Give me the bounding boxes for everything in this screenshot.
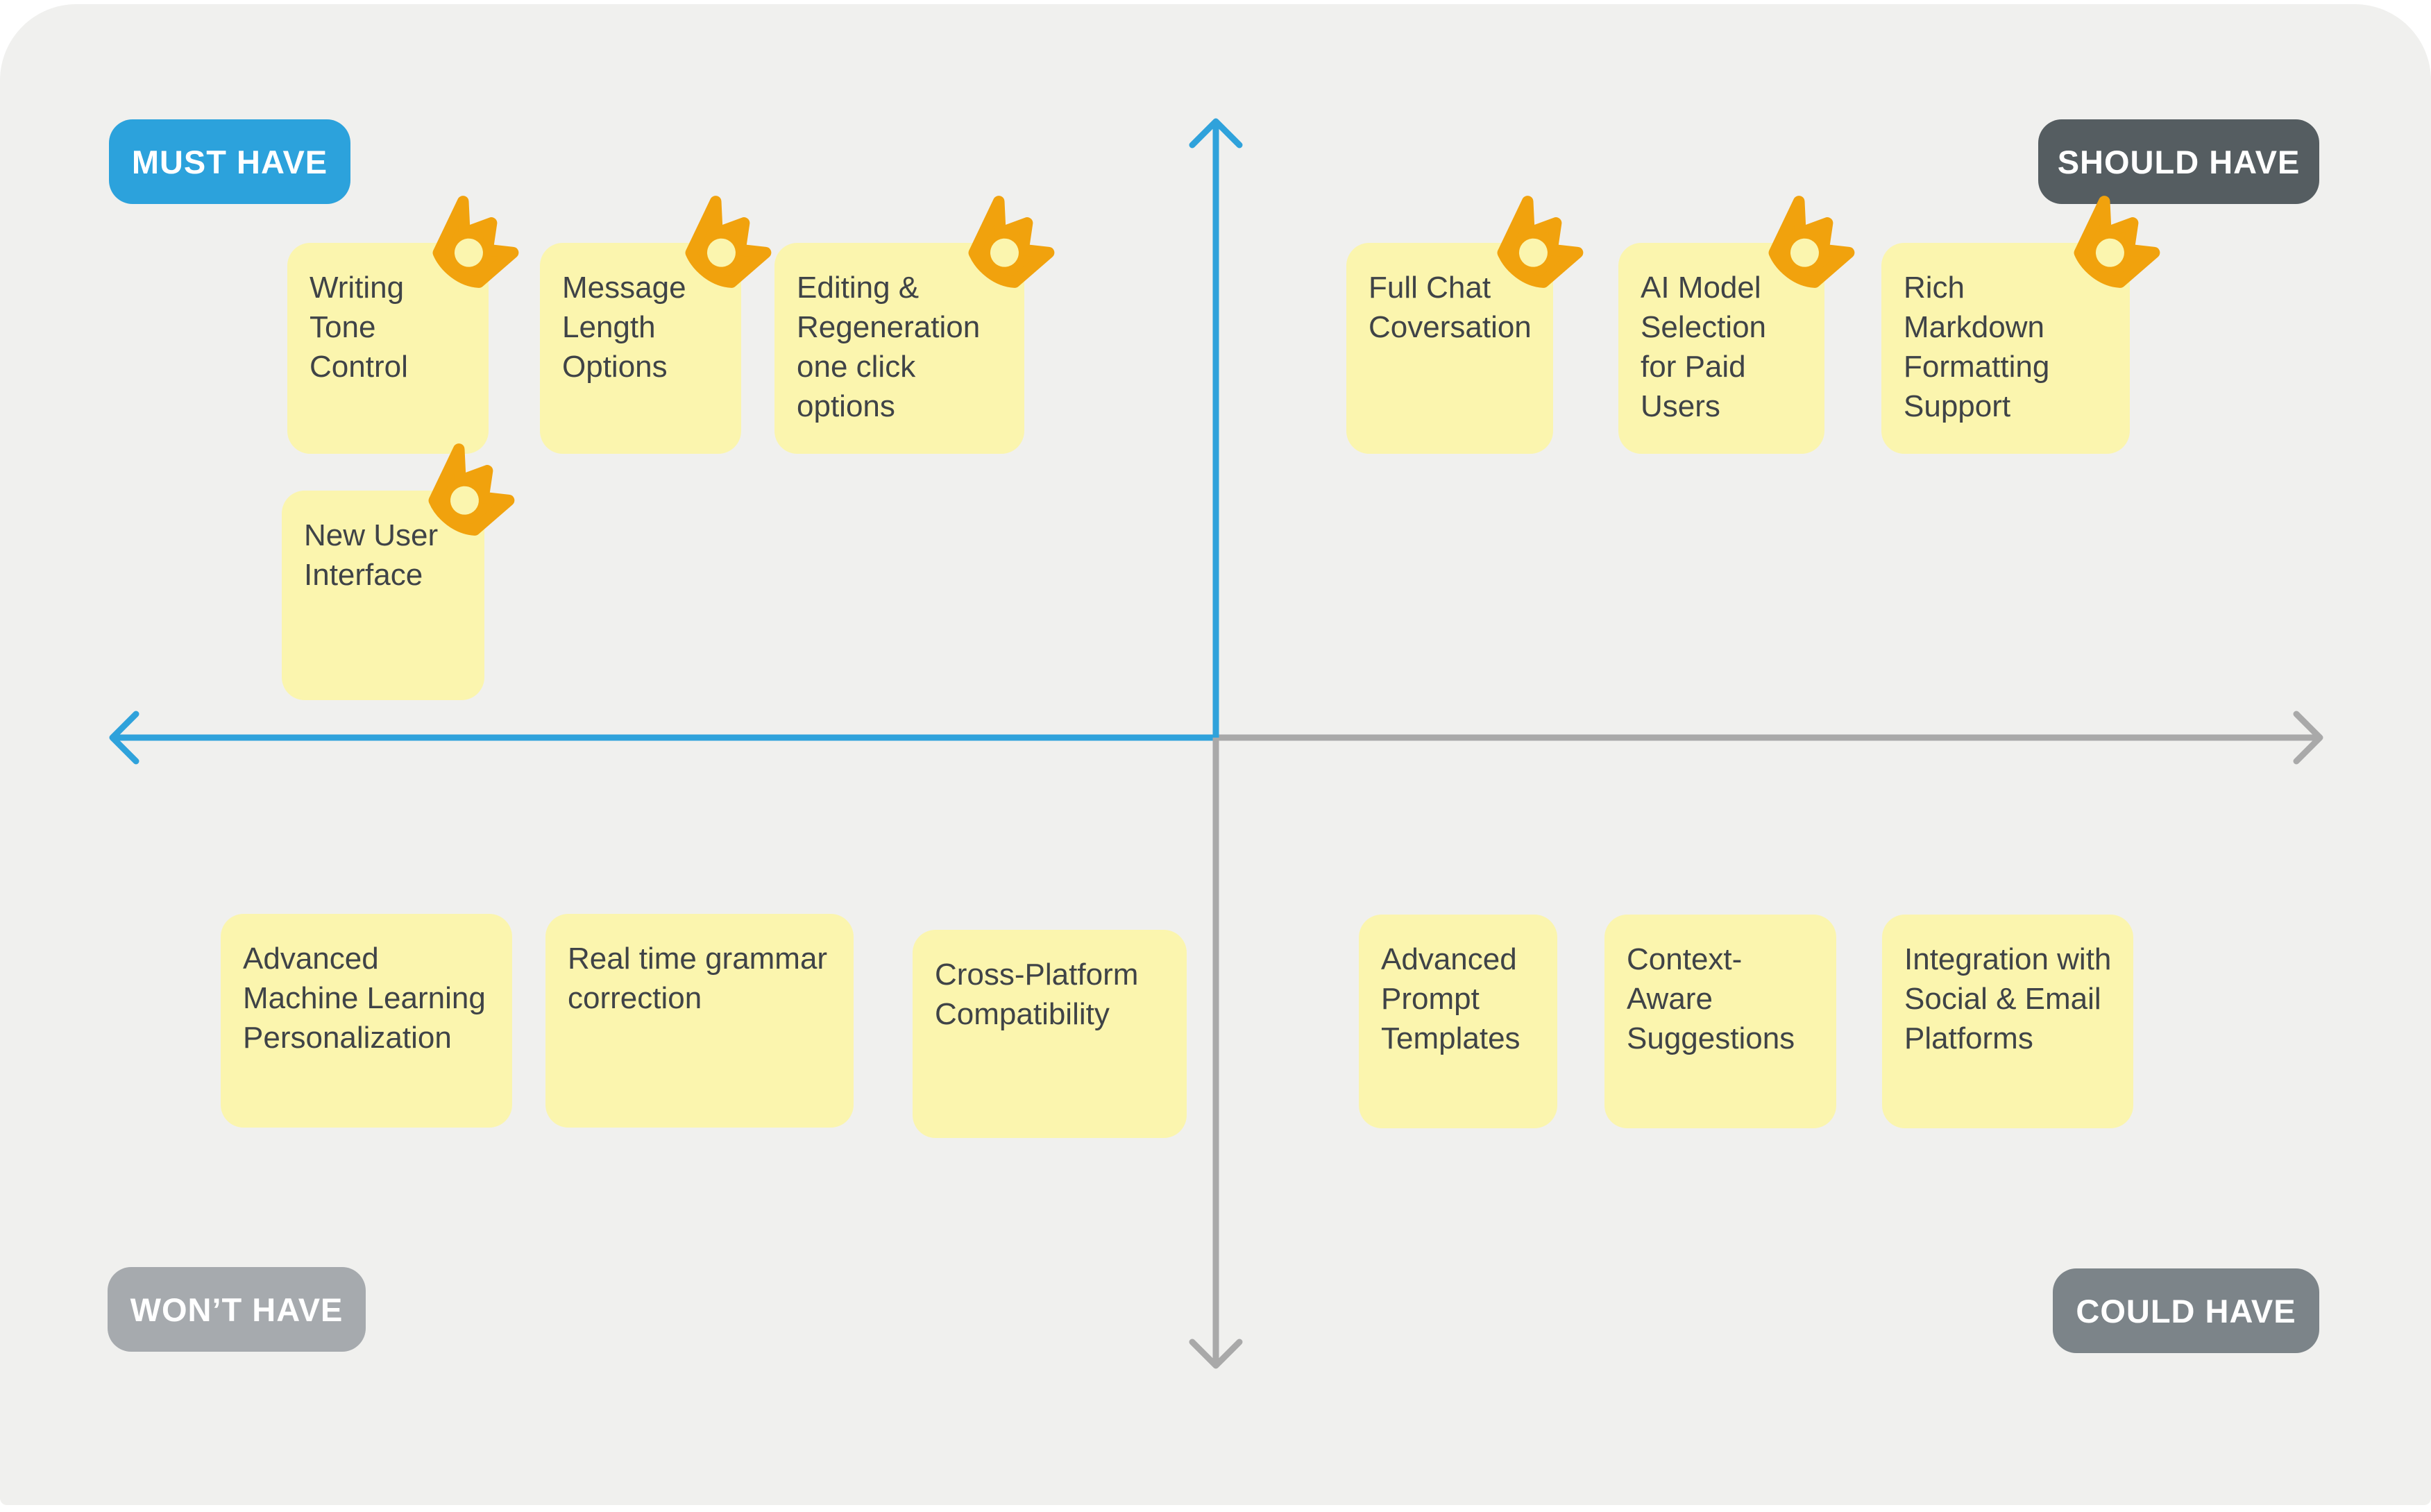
sticky-note-text: Advanced Prompt Templates (1381, 942, 1521, 1055)
sticky-note-editing-regeneration[interactable]: Editing & Regeneration one click options (774, 243, 1024, 454)
sticky-note-text: Message Length Options (562, 271, 686, 384)
sticky-note-writing-tone[interactable]: Writing Tone Control (287, 243, 489, 454)
sticky-note-grammar-correction[interactable]: Real time grammar correction (545, 914, 854, 1128)
sticky-note-prompt-templates[interactable]: Advanced Prompt Templates (1359, 915, 1557, 1128)
sticky-note-text: Rich Markdown Formatting Support (1904, 271, 2050, 423)
sticky-note-text: Full Chat Coversation (1369, 271, 1532, 344)
sticky-note-ai-model-selection[interactable]: AI Model Selection for Paid Users (1618, 243, 1824, 454)
label-wont-have[interactable]: WON’T HAVE (108, 1267, 366, 1352)
sticky-note-rich-markdown[interactable]: Rich Markdown Formatting Support (1881, 243, 2130, 454)
sticky-note-full-chat[interactable]: Full Chat Coversation (1346, 243, 1553, 454)
sticky-note-text: AI Model Selection for Paid Users (1641, 271, 1767, 423)
label-wont-have-text: WON’T HAVE (130, 1291, 344, 1328)
sticky-note-new-user-interface[interactable]: New User Interface (282, 491, 484, 700)
label-could-have-text: COULD HAVE (2076, 1292, 2296, 1330)
sticky-note-text: Integration with Social & Email Platform… (1904, 942, 2112, 1055)
sticky-note-text: Editing & Regeneration one click options (797, 271, 981, 423)
sticky-note-text: Real time grammar correction (568, 942, 828, 1015)
label-should-have-text: SHOULD HAVE (2057, 143, 2301, 180)
sticky-note-message-length[interactable]: Message Length Options (540, 243, 741, 454)
sticky-note-context-aware[interactable]: Context-Aware Suggestions (1604, 915, 1836, 1128)
label-must-have[interactable]: MUST HAVE (109, 119, 350, 204)
sticky-note-text: Context-Aware Suggestions (1627, 942, 1795, 1055)
sticky-note-text: New User Interface (304, 518, 439, 592)
sticky-note-text: Writing Tone Control (310, 271, 408, 384)
label-must-have-text: MUST HAVE (131, 143, 328, 180)
label-should-have[interactable]: SHOULD HAVE (2038, 119, 2319, 204)
sticky-note-text: Cross-Platform Compatibility (935, 958, 1139, 1031)
sticky-note-ml-personalization[interactable]: Advanced Machine Learning Personalizatio… (221, 914, 512, 1128)
sticky-note-cross-platform[interactable]: Cross-Platform Compatibility (913, 930, 1187, 1138)
sticky-note-text: Advanced Machine Learning Personalizatio… (243, 942, 486, 1055)
sticky-note-social-email-integration[interactable]: Integration with Social & Email Platform… (1882, 915, 2133, 1128)
label-could-have[interactable]: COULD HAVE (2053, 1268, 2319, 1353)
